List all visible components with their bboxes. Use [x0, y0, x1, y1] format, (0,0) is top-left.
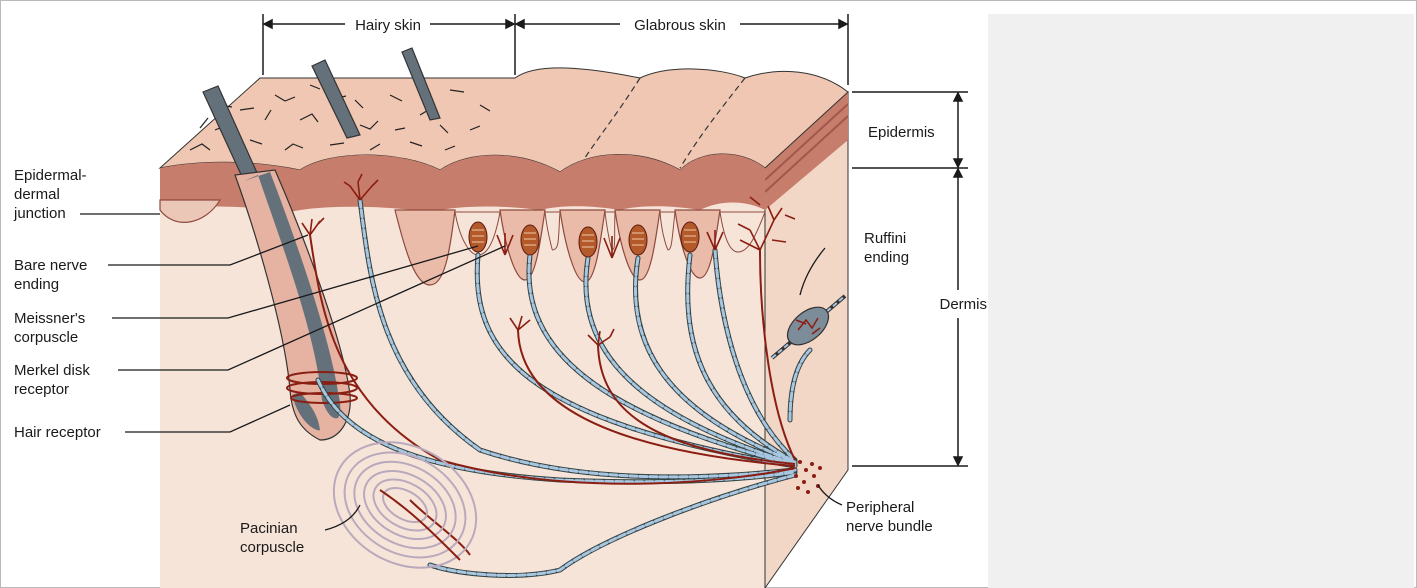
label-epidermal-dermal-junction-1: Epidermal- — [14, 167, 87, 184]
label-ruffini-ending-2: ending — [864, 249, 909, 266]
label-hair-receptor: Hair receptor — [14, 424, 101, 441]
label-glabrous-skin: Glabrous skin — [634, 17, 726, 34]
label-pacinian-corpuscle-2: corpuscle — [240, 539, 304, 556]
label-bare-nerve-ending-2: ending — [14, 276, 59, 293]
label-epidermal-dermal-junction-3: junction — [13, 205, 66, 222]
label-epidermal-dermal-junction-2: dermal — [14, 186, 60, 203]
label-ruffini-ending-1: Ruffini — [864, 230, 906, 247]
label-hairy-skin: Hairy skin — [355, 17, 421, 34]
label-meissners-corpuscle-1: Meissner's — [14, 310, 85, 327]
label-epidermis: Epidermis — [868, 124, 935, 141]
label-peripheral-nerve-bundle-2: nerve bundle — [846, 518, 933, 535]
label-pacinian-corpuscle-1: Pacinian — [240, 520, 298, 537]
label-merkel-disk-receptor-1: Merkel disk — [14, 362, 90, 379]
label-dermis: Dermis — [940, 296, 988, 313]
label-merkel-disk-receptor-2: receptor — [14, 381, 69, 398]
label-bare-nerve-ending-1: Bare nerve — [14, 257, 87, 274]
label-peripheral-nerve-bundle-1: Peripheral — [846, 499, 914, 516]
label-meissners-corpuscle-2: corpuscle — [14, 329, 78, 346]
